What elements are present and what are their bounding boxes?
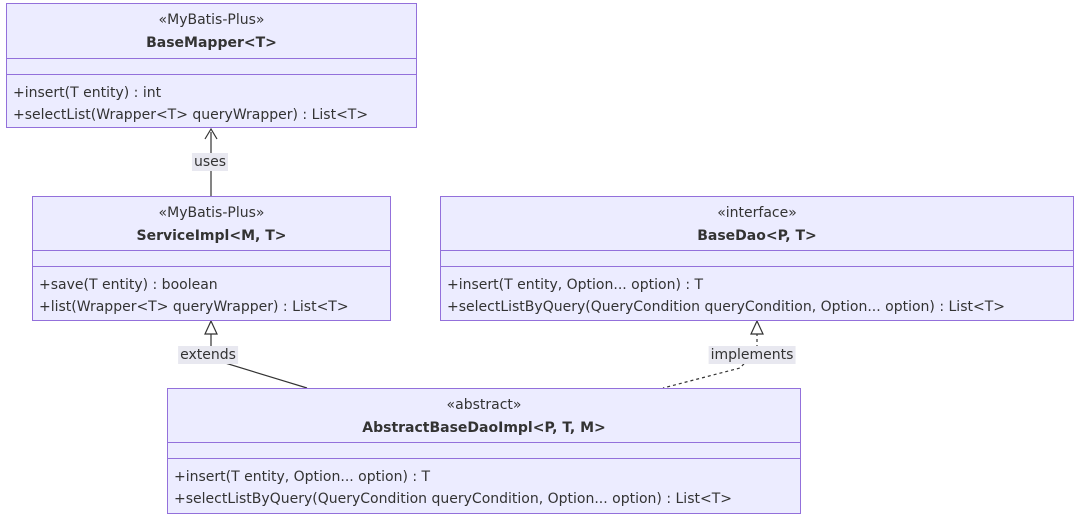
class-name: AbstractBaseDaoImpl<P, T, M> [362, 420, 606, 436]
methods-section: +insert(T entity, Option... option) : T … [168, 459, 800, 510]
stereotype-label: «interface» [717, 205, 797, 221]
attributes-section [441, 251, 1073, 267]
extends-arrowhead [204, 319, 218, 335]
methods-section: +save(T entity) : boolean +list(Wrapper<… [33, 267, 390, 318]
class-header: «MyBatis-Plus» ServiceImpl<M, T> [33, 197, 390, 251]
method-selectlist: +selectList(Wrapper<T> queryWrapper) : L… [13, 107, 369, 123]
attributes-section [168, 443, 800, 459]
extends-label: extends [178, 346, 238, 364]
implements-arrowhead [750, 319, 764, 335]
uses-label: uses [191, 153, 229, 171]
class-name: ServiceImpl<M, T> [136, 228, 287, 244]
method-selectlistbyquery: +selectListByQuery(QueryCondition queryC… [174, 491, 732, 507]
class-name: BaseMapper<T> [146, 35, 277, 51]
method-insert: +insert(T entity) : int [13, 85, 162, 101]
method-selectlistbyquery: +selectListByQuery(QueryCondition queryC… [447, 299, 1005, 315]
attributes-section [33, 251, 390, 267]
stereotype-label: «MyBatis-Plus» [158, 205, 265, 221]
methods-section: +insert(T entity, Option... option) : T … [441, 267, 1073, 318]
method-list: +list(Wrapper<T> queryWrapper) : List<T> [39, 299, 349, 315]
method-insert: +insert(T entity, Option... option) : T [174, 469, 431, 485]
implements-label: implements [708, 346, 796, 364]
class-header: «MyBatis-Plus» BaseMapper<T> [7, 4, 416, 59]
method-save: +save(T entity) : boolean [39, 277, 218, 293]
uses-arrowhead [204, 127, 218, 140]
stereotype-label: «abstract» [446, 397, 522, 413]
attributes-section [7, 59, 416, 75]
methods-section: +insert(T entity) : int +selectList(Wrap… [7, 75, 416, 126]
method-insert: +insert(T entity, Option... option) : T [447, 277, 704, 293]
class-name: BaseDao<P, T> [697, 228, 817, 244]
class-serviceimpl[interactable]: «MyBatis-Plus» ServiceImpl<M, T> +save(T… [32, 196, 391, 321]
implements-edge [662, 333, 758, 389]
class-header: «abstract» AbstractBaseDaoImpl<P, T, M> [168, 389, 800, 443]
class-basemapper[interactable]: «MyBatis-Plus» BaseMapper<T> +insert(T e… [6, 3, 417, 128]
class-basedao[interactable]: «interface» BaseDao<P, T> +insert(T enti… [440, 196, 1074, 321]
class-header: «interface» BaseDao<P, T> [441, 197, 1073, 251]
class-abstractbasedaoimpl[interactable]: «abstract» AbstractBaseDaoImpl<P, T, M> … [167, 388, 801, 514]
stereotype-label: «MyBatis-Plus» [158, 12, 265, 28]
